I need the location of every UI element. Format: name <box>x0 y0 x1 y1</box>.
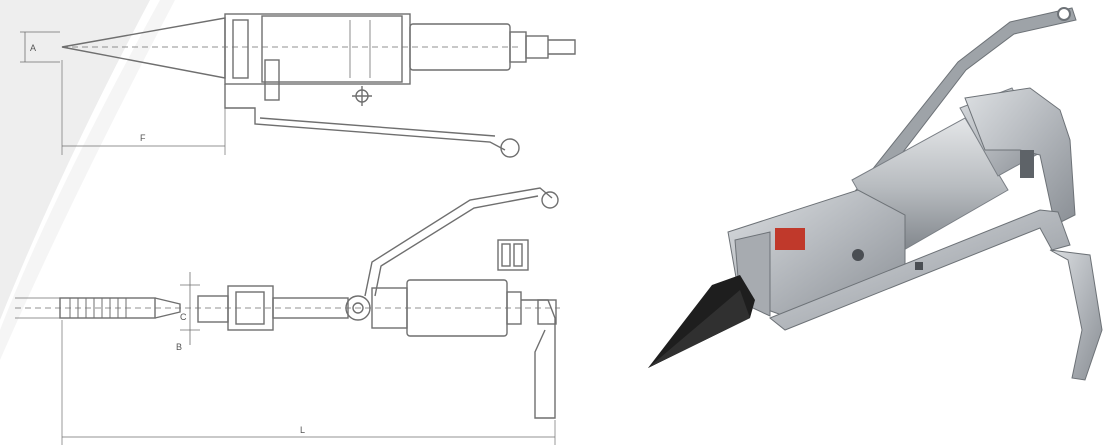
side-view-drawing <box>15 187 560 445</box>
brand-badge <box>775 228 805 250</box>
technical-drawings: A F <box>15 13 576 445</box>
dim-label-c: C <box>180 312 187 322</box>
dim-label-f: F <box>140 133 146 143</box>
top-view-drawing <box>20 13 576 158</box>
dim-label-b: B <box>176 342 182 352</box>
hydraulic-wedge-spreader-photo <box>648 7 1103 381</box>
dim-label-a: A <box>30 43 36 53</box>
dim-label-l: L <box>300 425 305 435</box>
